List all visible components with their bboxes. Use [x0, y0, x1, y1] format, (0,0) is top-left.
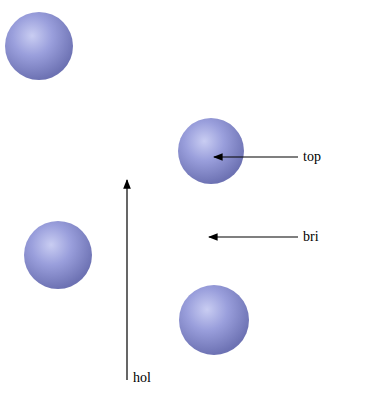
atom-sphere [178, 118, 244, 184]
site-label: top [303, 149, 321, 165]
site-label: hol [133, 370, 151, 386]
atom-sphere [24, 221, 92, 289]
bridge-site-arrow [209, 236, 298, 237]
top-site-arrow [214, 156, 298, 157]
site-label: bri [303, 229, 319, 245]
hollow-site-arrow [126, 180, 127, 380]
atom-sphere [179, 285, 249, 355]
atom-sphere [5, 12, 73, 80]
